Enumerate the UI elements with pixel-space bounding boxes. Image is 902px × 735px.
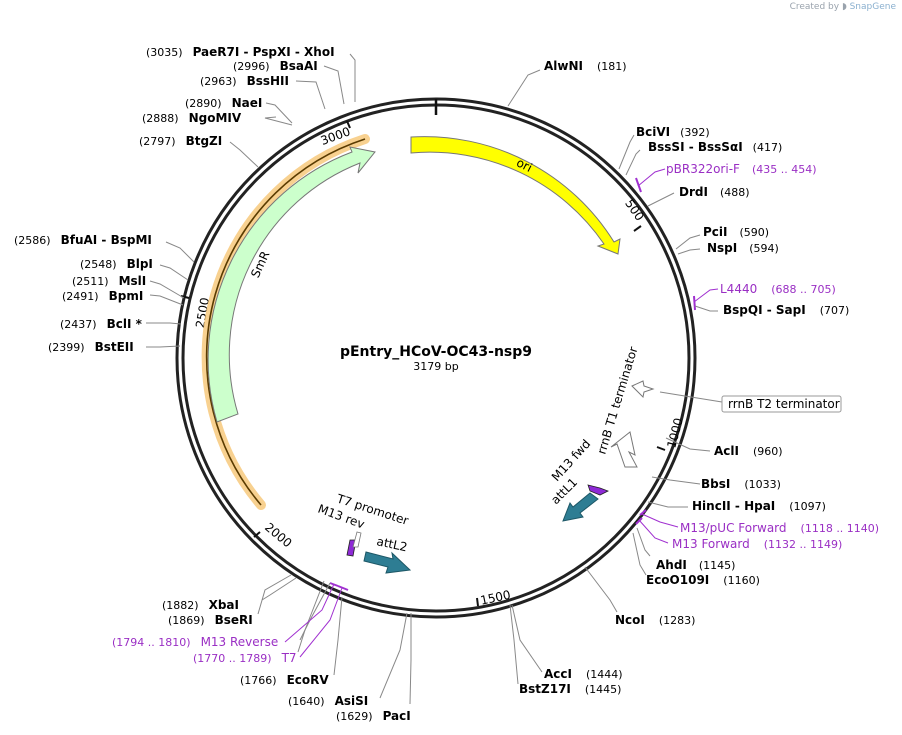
scale-label-1500: 1500 xyxy=(479,588,512,608)
enzyme-acci[interactable]: AccI(1444) xyxy=(544,667,623,681)
rrnb-t1-terminator-label: rrnB T1 terminator xyxy=(594,345,640,456)
enzyme-acli[interactable]: AclI(960) xyxy=(714,444,783,458)
plasmid-name: pEntry_HCoV-OC43-nsp9 xyxy=(340,344,532,360)
scale-tick-2000: 2000 xyxy=(253,520,294,550)
smr-selection-line xyxy=(205,138,366,506)
credit-brand: SnapGene xyxy=(849,2,896,12)
primer-l4440[interactable]: L4440(688 .. 705) xyxy=(720,282,836,296)
attl2-feature-label: attL2 xyxy=(375,534,408,554)
enzyme-bfuai[interactable]: (2586)BfuAI - BspMI xyxy=(14,233,152,247)
enzyme-bstz17i[interactable]: BstZ17I(1445) xyxy=(519,682,621,696)
snapgene-credit: Created by ◗ SnapGene xyxy=(790,2,896,12)
enzyme-bpmi[interactable]: (2491)BpmI xyxy=(62,289,143,303)
primer-m13-forward[interactable]: M13 Forward(1132 .. 1149) xyxy=(672,537,842,551)
primer-leader-lines xyxy=(284,168,719,658)
ori-feature-arrow[interactable] xyxy=(410,136,621,255)
enzyme-bcivi[interactable]: BciVI(392) xyxy=(636,125,710,139)
enzyme-bsshii[interactable]: (2963)BssHII xyxy=(200,74,289,88)
rrnb-t2-label-box[interactable] xyxy=(721,395,842,413)
enzyme-bcli[interactable]: (2437)BclI * xyxy=(60,317,143,331)
enzyme-bseri[interactable]: (1869)BseRI xyxy=(168,613,253,627)
enzyme-hincii[interactable]: HincII - HpaI(1097) xyxy=(692,499,826,513)
enzyme-naei[interactable]: (2890)NaeI xyxy=(185,96,262,110)
enzyme-ecoo109i[interactable]: EcoO109I(1160) xyxy=(646,573,760,587)
primer-t7[interactable]: (1770 .. 1789)T7 xyxy=(193,651,297,665)
attl2-feature-arrow[interactable] xyxy=(363,551,412,574)
enzyme-btgzi[interactable]: (2797)BtgZI xyxy=(139,134,222,148)
enzyme-leader-lines xyxy=(146,53,718,705)
enzyme-nspi[interactable]: NspI(594) xyxy=(707,241,779,255)
enzyme-ngomiv[interactable]: (2888)NgoMIV xyxy=(142,111,242,125)
t7-promoter-arrow[interactable] xyxy=(352,531,362,548)
enzyme-alwni[interactable]: AlwNI(181) xyxy=(544,59,627,73)
primer-m13-reverse[interactable]: (1794 .. 1810)M13 Reverse xyxy=(112,635,278,649)
rrnb-t1-terminator-arrow[interactable] xyxy=(610,431,638,468)
enzyme-msli[interactable]: (2511)MslI xyxy=(72,274,146,288)
enzyme-blpi[interactable]: (2548)BlpI xyxy=(80,257,153,271)
attl1-feature-label: attL1 xyxy=(548,475,580,507)
enzyme-drdi[interactable]: DrdI(488) xyxy=(679,185,750,199)
credit-prefix: Created by xyxy=(789,2,840,12)
scale-tick-1500: 1500 xyxy=(476,588,512,608)
enzyme-paci[interactable]: (1629)PacI xyxy=(336,709,411,723)
enzyme-ahdi[interactable]: AhdI(1145) xyxy=(656,558,735,572)
rrnb-t2-leader xyxy=(659,391,723,403)
enzyme-ecorv[interactable]: (1766)EcoRV xyxy=(240,673,329,687)
smr-feature-arrow[interactable] xyxy=(207,146,376,423)
enzyme-bsssi[interactable]: BssSI - BssSαI(417) xyxy=(648,140,782,154)
rrnb-t2-terminator-label: rrnB T2 terminator xyxy=(728,397,840,411)
primer-labels: pBR322ori-F(435 .. 454) L4440(688 .. 705… xyxy=(112,162,879,665)
enzyme-bsaai[interactable]: (2996)BsaAI xyxy=(233,59,318,73)
primer-m13-puc-forward[interactable]: M13/pUC Forward(1118 .. 1140) xyxy=(680,521,879,535)
primer-pbr322ori-f[interactable]: pBR322ori-F(435 .. 454) xyxy=(666,162,817,176)
attl1-feature-arrow[interactable] xyxy=(562,492,599,522)
enzyme-ncoi[interactable]: NcoI(1283) xyxy=(615,613,695,627)
enzyme-bsteii[interactable]: (2399)BstEII xyxy=(48,340,134,354)
ori-feature-label: ori xyxy=(514,155,534,175)
rrnb-t2-terminator-arrow[interactable] xyxy=(631,380,655,399)
enzyme-asisi[interactable]: (1640)AsiSI xyxy=(288,694,368,708)
snapgene-logo-icon: ◗ xyxy=(841,2,847,12)
m13-fwd-arrow[interactable] xyxy=(587,484,609,496)
enzyme-pcii[interactable]: PciI(590) xyxy=(703,225,769,239)
enzyme-labels: AlwNI(181) BciVI(392) BssSI - BssSαI(417… xyxy=(14,45,849,723)
enzyme-xhoi[interactable]: (3035)PaeR7I - PspXI - XhoI xyxy=(146,45,335,59)
plasmid-size: 3179 bp xyxy=(413,360,458,373)
enzyme-bbsi[interactable]: BbsI(1033) xyxy=(701,477,781,491)
enzyme-xbai[interactable]: (1882)XbaI xyxy=(162,598,239,612)
enzyme-bspqi[interactable]: BspQI - SapI(707) xyxy=(723,303,849,317)
